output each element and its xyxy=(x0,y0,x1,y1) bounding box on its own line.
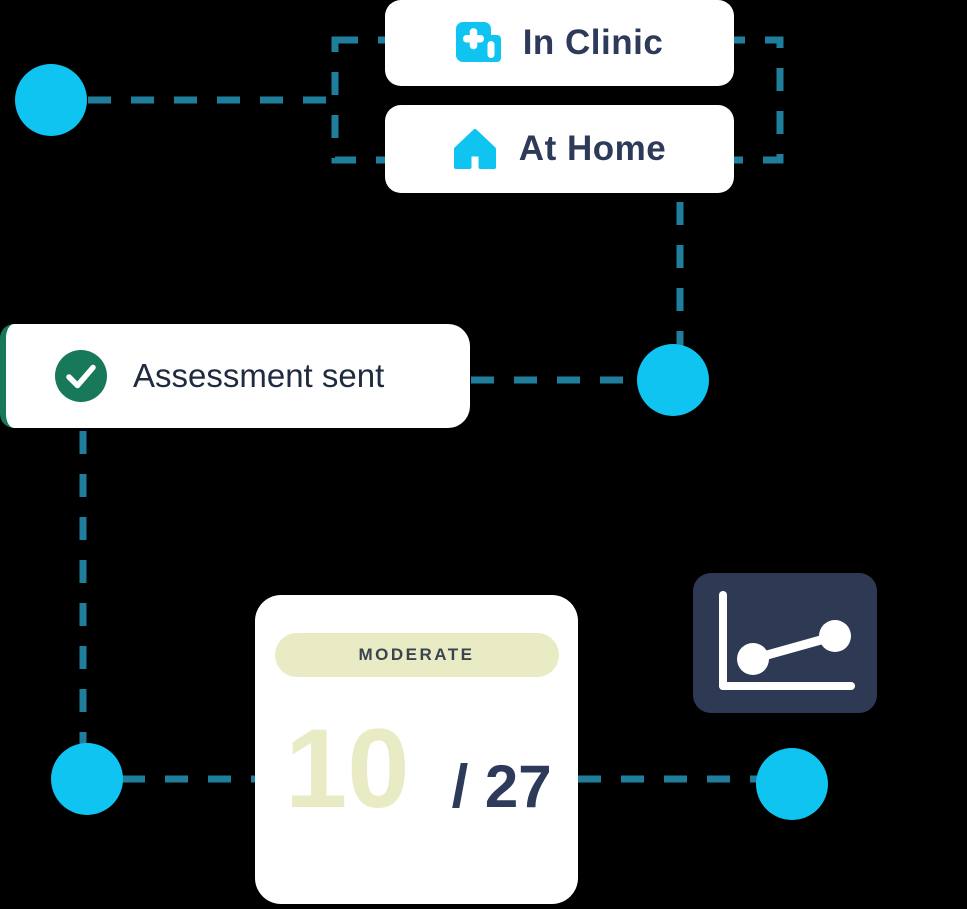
option-label-at-home: At Home xyxy=(518,129,667,168)
score-card: MODERATE 10 / 27 xyxy=(255,595,578,904)
option-card-in-clinic[interactable]: In Clinic xyxy=(385,0,734,86)
score-row: 10 / 27 xyxy=(285,713,552,825)
check-circle-icon xyxy=(55,350,107,402)
line-chart-icon xyxy=(693,573,877,713)
clinic-cross-icon xyxy=(455,22,501,64)
option-label-in-clinic: In Clinic xyxy=(522,23,664,62)
option-card-at-home[interactable]: At Home xyxy=(385,105,734,193)
node-dot-after-group xyxy=(637,344,709,416)
score-max: / 27 xyxy=(451,753,552,820)
node-dot-after-score xyxy=(756,748,828,820)
severity-label: MODERATE xyxy=(358,645,475,664)
node-dot-start xyxy=(15,64,87,136)
chart-tile xyxy=(693,573,877,713)
severity-badge: MODERATE xyxy=(274,633,559,677)
status-card-assessment-sent: Assessment sent xyxy=(0,324,470,428)
score-value: 10 xyxy=(285,706,410,831)
node-dot-before-score xyxy=(51,743,123,815)
home-icon xyxy=(453,128,497,170)
status-label: Assessment sent xyxy=(133,357,385,394)
